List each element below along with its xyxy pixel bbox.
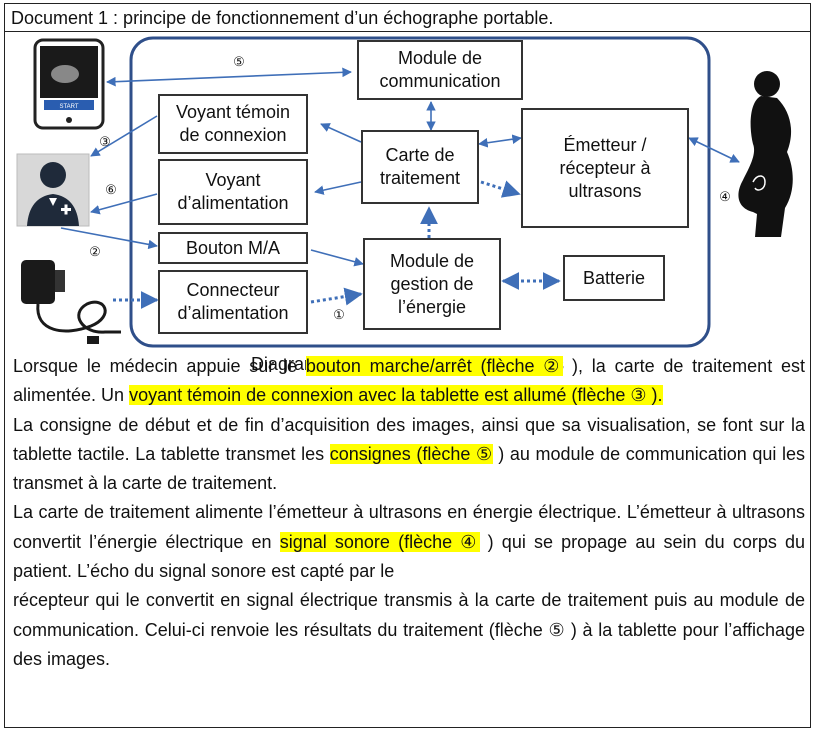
arrow-number-1: ① — [331, 307, 347, 323]
highlighted-text: signal sonore (flèche ④ — [280, 532, 480, 552]
text-run: récepteur qui le convertit en signal éle… — [13, 590, 805, 669]
charger-icon — [21, 260, 121, 344]
block-diagram: START — [5, 32, 810, 352]
text-run: Lorsque le médecin appuie sur le — [13, 356, 306, 376]
doctor-icon — [17, 154, 89, 226]
svg-text:START: START — [59, 104, 78, 110]
highlighted-text: voyant témoin de connexion avec la table… — [129, 385, 662, 405]
document-title: Document 1 : principe de fonctionnement … — [5, 4, 810, 32]
highlighted-text: bouton marche/arrêt (flèche ② — [306, 356, 563, 376]
document-frame: Document 1 : principe de fonctionnement … — [4, 3, 811, 728]
body-text: Lorsque le médecin appuie sur le bouton … — [13, 352, 805, 674]
paragraph-3: La carte de traitement alimente l’émette… — [13, 498, 805, 586]
paragraph-4: récepteur qui le convertit en signal éle… — [13, 586, 805, 674]
arrow-number-2: ② — [87, 244, 103, 260]
highlighted-text: consignes (flèche ⑤ — [330, 444, 493, 464]
patient-icon — [738, 71, 792, 237]
tablet-icon: START — [35, 40, 103, 128]
block-bouton-ma: Bouton M/A — [158, 232, 308, 264]
block-batterie: Batterie — [563, 255, 665, 301]
paragraph-1: Lorsque le médecin appuie sur le bouton … — [13, 352, 805, 411]
arrow-number-3: ③ — [97, 134, 113, 150]
arrow-number-5-top: ⑤ — [231, 54, 247, 70]
arrow-number-6: ⑥ — [103, 182, 119, 198]
paragraph-2: La consigne de début et de fin d’acquisi… — [13, 411, 805, 499]
arrow-number-4: ④ — [717, 189, 733, 205]
